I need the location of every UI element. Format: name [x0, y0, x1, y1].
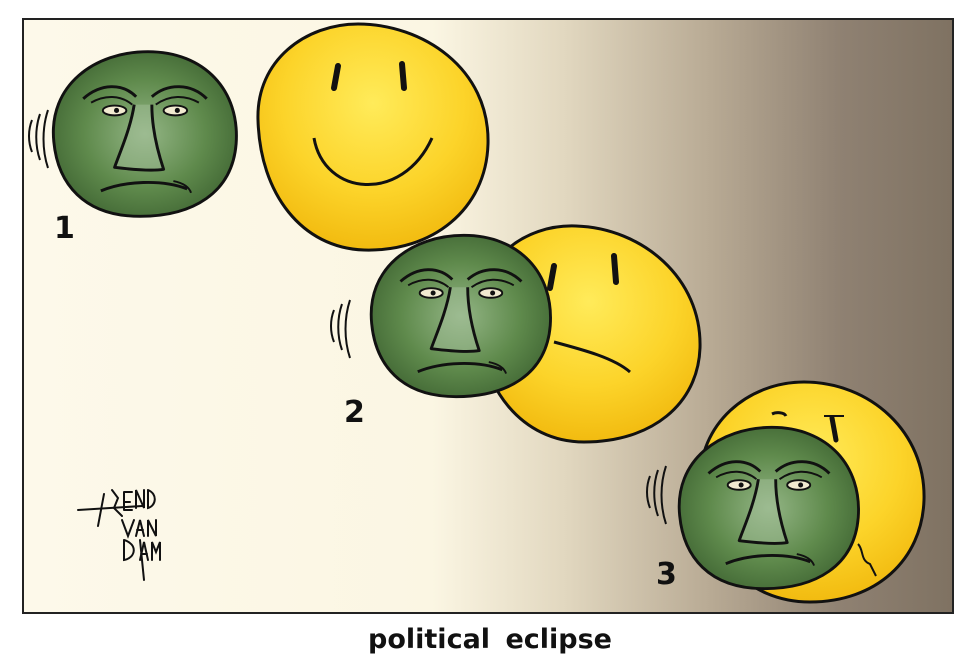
green-face-3	[677, 425, 860, 591]
motion-lines-1	[28, 109, 49, 169]
motion-lines-3	[646, 465, 667, 525]
green-face-2	[369, 233, 552, 399]
smiley-face-1	[256, 22, 490, 252]
green-face-1	[51, 50, 238, 218]
panel-label-1: 1	[54, 211, 75, 246]
cartoon-drawing	[28, 22, 926, 604]
panel-label-2: 2	[344, 395, 365, 430]
motion-lines-2	[330, 299, 351, 359]
artist-signature	[77, 489, 161, 581]
panel-label-3: 3	[656, 557, 677, 592]
cartoon-panel: 1 2 3	[22, 18, 954, 614]
cartoon-caption: political eclipse	[368, 624, 612, 655]
